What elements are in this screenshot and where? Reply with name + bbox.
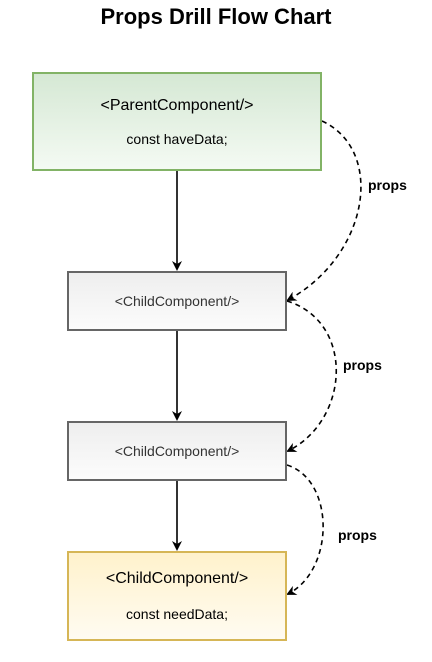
child-component-node-2[interactable]: <ChildComponent/> <box>67 421 287 481</box>
leaf-component-label: <ChildComponent/> <box>105 570 249 587</box>
parent-component-code: const haveData; <box>126 130 228 147</box>
leaf-component-code: const needData; <box>126 606 228 622</box>
props-label-1: props <box>368 177 407 193</box>
props-label-2: props <box>343 357 382 373</box>
parent-component-node[interactable]: <ParentComponent/> const haveData; <box>32 72 322 171</box>
child-component-node-1[interactable]: <ChildComponent/> <box>67 271 287 331</box>
child-component-label-1: <ChildComponent/> <box>114 293 240 309</box>
props-curve-3 <box>286 464 324 595</box>
child-component-label-2: <ChildComponent/> <box>114 443 240 459</box>
leaf-child-component-node[interactable]: <ChildComponent/> const needData; <box>67 551 287 641</box>
props-curve-2 <box>286 300 338 452</box>
diagram-title: Props Drill Flow Chart <box>100 4 332 29</box>
parent-component-label: <ParentComponent/> <box>100 96 254 114</box>
props-label-3: props <box>338 527 377 543</box>
